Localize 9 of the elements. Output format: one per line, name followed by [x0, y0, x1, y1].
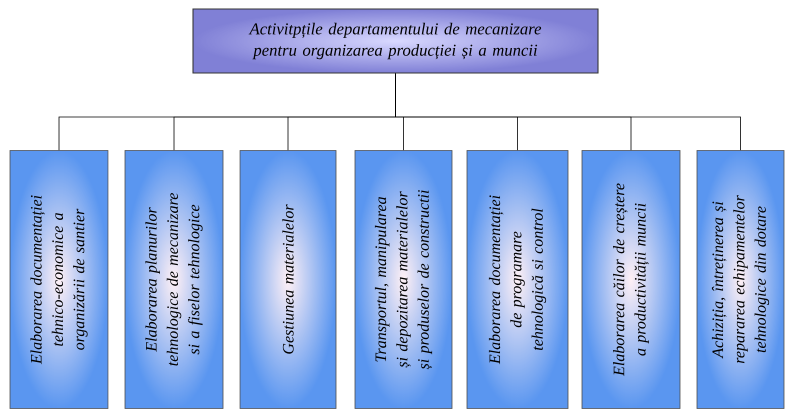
title-box: Activitpțile departamentului de mecanizare pentru organizarea producției și a muncii	[192, 8, 599, 74]
activity-box: Elaborarea documentației de programare tehnologică si control	[466, 150, 568, 409]
activity-box: Elaborarea documentației tehnico-economice a organizării de santier	[10, 150, 108, 409]
activity-box: Elaborarea planurilor tehnologice de mecanizare si a fiselor tehnologice	[124, 150, 224, 409]
activity-box: Achiziția, întreținerea și repararea echipamentelor tehnologice din dotare	[696, 150, 784, 409]
connector-line	[395, 73, 741, 150]
activity-box: Gestiunea materialelor	[240, 150, 336, 409]
activity-box: Transportul, manipularea și depozitarea materialelor și produselor de constructii	[354, 150, 452, 409]
activity-box: Elaborarea căilor de creștere a productivității muncii	[582, 150, 680, 409]
